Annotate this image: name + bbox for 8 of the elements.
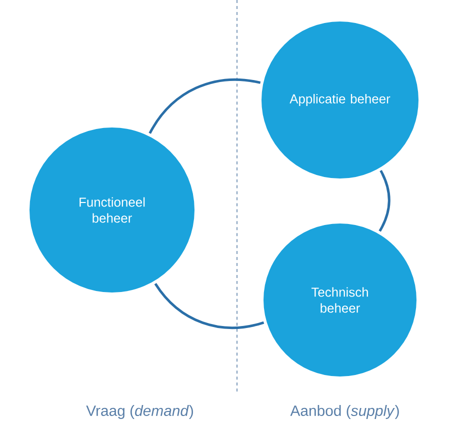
circle-node: Technisch beheer bbox=[260, 220, 420, 380]
ring-arc bbox=[154, 282, 264, 329]
side-label: Aanbod (supply) bbox=[290, 405, 399, 419]
side-label: Vraag (demand) bbox=[86, 405, 193, 419]
circle-node: Applicatie beheer bbox=[258, 18, 422, 182]
ring-arc bbox=[148, 78, 261, 134]
ring-arc bbox=[378, 170, 390, 232]
circle-node: Functioneel beheer bbox=[26, 124, 198, 296]
